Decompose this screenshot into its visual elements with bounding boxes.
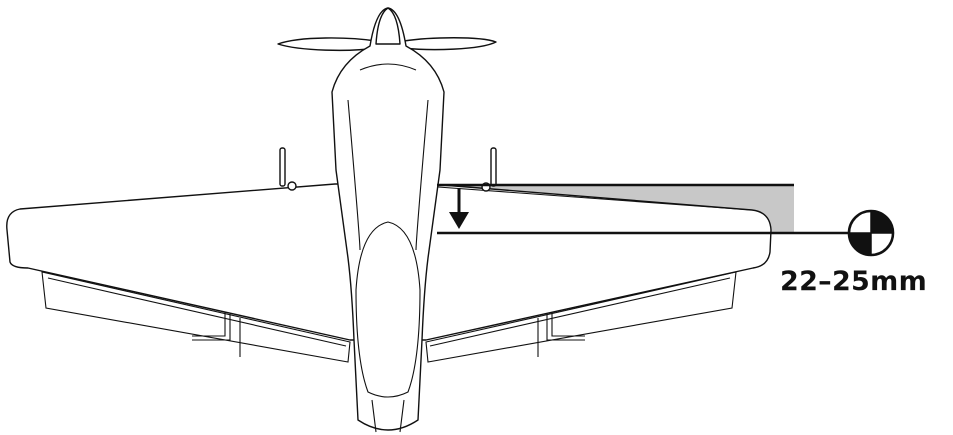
measurement-label: 22–25mm <box>780 266 928 297</box>
datum-target-icon <box>847 209 895 257</box>
down-arrow-icon <box>449 188 469 229</box>
wing-leading-edge-line <box>437 186 753 211</box>
antenna-left <box>279 147 297 191</box>
fuselage <box>331 7 445 433</box>
aileron-left <box>41 271 351 363</box>
aileron-right <box>425 271 737 363</box>
